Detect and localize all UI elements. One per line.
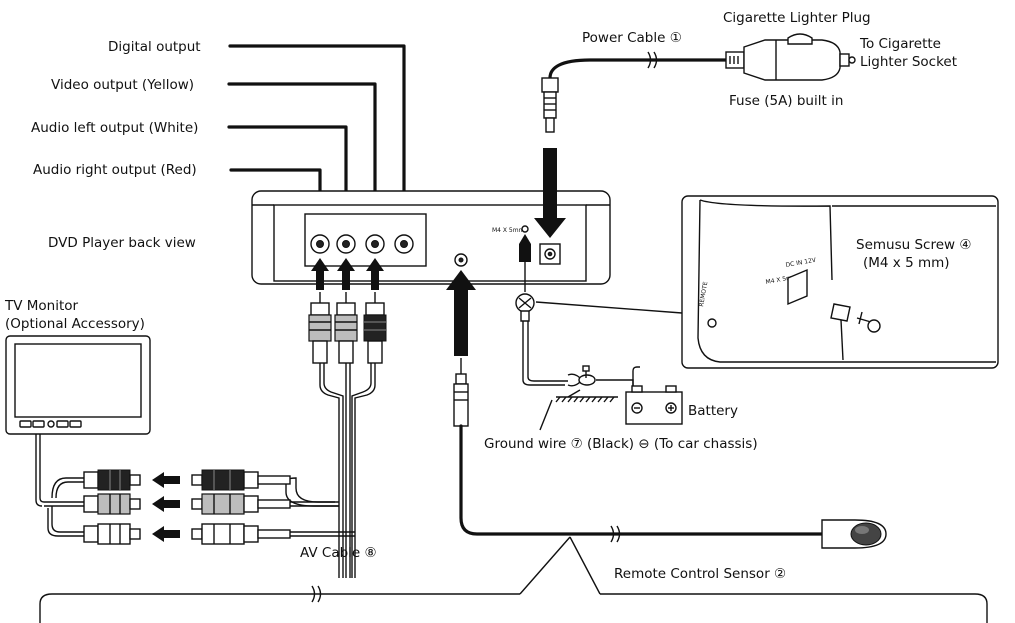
- screw-hole: [521, 225, 529, 233]
- label-to-cig-1: To Cigarette: [859, 36, 941, 52]
- av-plugs-left: [83, 469, 141, 545]
- jack-remote: [454, 253, 468, 267]
- label-tv-monitor-1: TV Monitor: [4, 298, 79, 314]
- jack-dc-in: [539, 243, 561, 265]
- cigarette-lighter-plug: [725, 33, 856, 81]
- label-battery: Battery: [688, 403, 738, 419]
- label-semusu-2: (M4 x 5 mm): [863, 255, 950, 271]
- ground-wire: [515, 234, 640, 403]
- label-to-cig-2: Lighter Socket: [860, 54, 957, 70]
- label-remote-sensor: Remote Control Sensor ②: [614, 566, 786, 582]
- av-plugs-right: [191, 469, 291, 545]
- label-semusu-1: Semusu Screw ④: [856, 237, 971, 253]
- remote-sensor: [821, 519, 887, 549]
- label-audio-left: Audio left output (White): [31, 120, 198, 136]
- label-ground: Ground wire ⑦ (Black) ⊖ (To car chassis): [484, 436, 758, 452]
- callout-box: [39, 536, 988, 623]
- label-cig-plug: Cigarette Lighter Plug: [723, 10, 871, 26]
- label-dvd-back: DVD Player back view: [48, 235, 196, 251]
- inset-closeup: M4 X 5mm DC IN 12V REMOTE: [535, 195, 999, 369]
- m4-label: M4 X 5mm: [492, 227, 525, 234]
- battery: [625, 385, 683, 425]
- power-cable: [541, 51, 728, 133]
- jack-audio-right: [310, 234, 330, 254]
- av-cable-bundle: [311, 363, 376, 603]
- label-audio-right: Audio right output (Red): [33, 162, 197, 178]
- label-av-cable: AV Cable ⑧: [300, 545, 377, 561]
- tv-cables: [44, 477, 355, 537]
- label-power-cable: Power Cable ①: [582, 30, 682, 46]
- remote-label-inset: REMOTE: [698, 281, 709, 307]
- leader-video-output: [227, 82, 377, 232]
- label-video-output: Video output (Yellow): [51, 77, 194, 93]
- arrow-power-in: [534, 148, 566, 238]
- label-fuse: Fuse (5A) built in: [729, 93, 843, 109]
- label-tv-monitor-2: (Optional Accessory): [5, 316, 145, 332]
- jack-video: [365, 234, 385, 254]
- jack-audio-left: [336, 234, 356, 254]
- av-arrows: [152, 472, 180, 542]
- leader-digital-output: [228, 44, 406, 232]
- arrow-remote-in: [446, 270, 476, 356]
- tv-monitor: [5, 335, 151, 507]
- remote-plug: [453, 358, 469, 427]
- arrows-into-jacks: [311, 258, 384, 290]
- remote-cable: [459, 424, 824, 536]
- label-digital-output: Digital output: [108, 39, 201, 55]
- rca-plugs-top: [308, 292, 387, 364]
- jack-digital: [394, 234, 414, 254]
